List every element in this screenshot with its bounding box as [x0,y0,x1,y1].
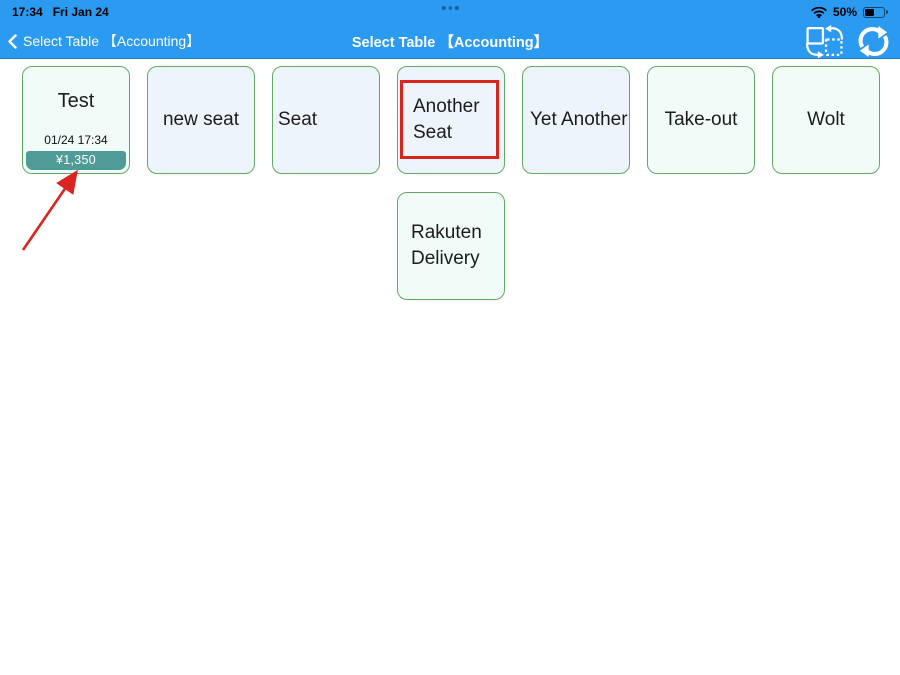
table-grid: Test 01/24 17:34 ¥1,350 new seat Seat An… [22,66,880,300]
nav-actions [805,20,890,62]
table-name: Test [57,90,95,112]
date: Fri Jan 24 [52,5,109,19]
battery-icon [863,6,888,18]
table-card-rakuten-delivery[interactable]: Rakuten Delivery [397,192,505,300]
table-card-another-seat[interactable]: Another Seat [397,66,505,174]
clock: 17:34 [12,5,43,19]
status-bar: 17:34 Fri Jan 24 50% [0,0,900,24]
refresh-icon[interactable] [857,25,890,58]
table-name: Yet Another [530,109,628,131]
table-name: new seat [162,109,240,131]
back-button-label: Select Table 【Accounting】 [23,33,201,49]
table-name: Another Seat [413,96,480,143]
table-name: Seat [278,109,318,131]
swap-layout-icon[interactable] [805,24,844,59]
back-button[interactable]: Select Table 【Accounting】 [8,24,200,58]
table-name: Take-out [664,109,738,131]
table-card-take-out[interactable]: Take-out [647,66,755,174]
table-card-seat[interactable]: Seat [272,66,380,174]
battery-percent: 50% [832,5,857,19]
table-name: Wolt [807,109,845,131]
table-open-timestamp: 01/24 17:34 [44,132,108,147]
table-card-wolt[interactable]: Wolt [772,66,880,174]
table-card-yet-another[interactable]: Yet Another [522,66,630,174]
table-name: Rakuten Delivery [411,222,482,269]
nav-bar: Select Table 【Accounting】 Select Table 【… [0,24,900,59]
wifi-icon [811,6,827,18]
multitasking-dots-icon [441,6,459,10]
status-right: 50% [811,5,888,19]
status-left: 17:34 Fri Jan 24 [12,5,109,19]
table-card-new-seat[interactable]: new seat [147,66,255,174]
back-chevron-icon [8,33,17,49]
table-amount-badge: ¥1,350 [26,151,126,170]
table-card-test[interactable]: Test 01/24 17:34 ¥1,350 [22,66,130,174]
